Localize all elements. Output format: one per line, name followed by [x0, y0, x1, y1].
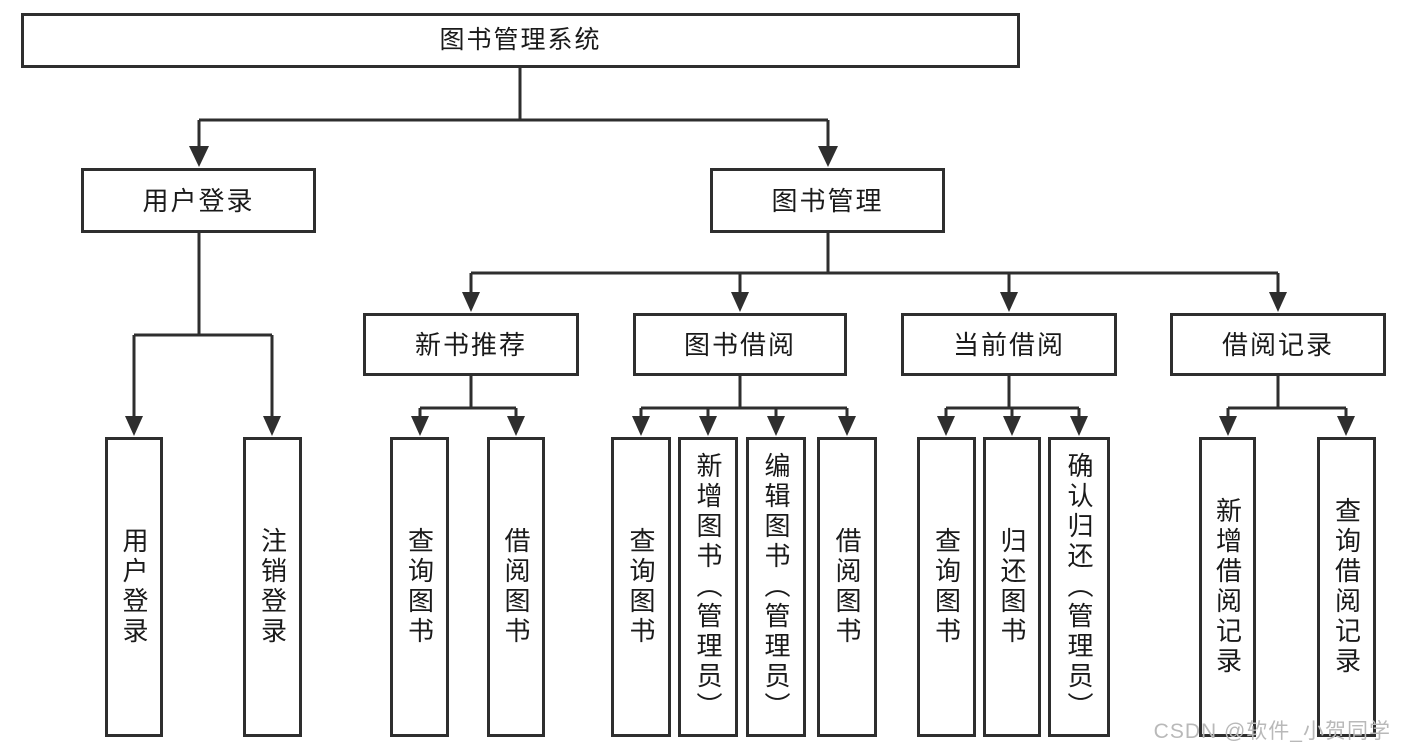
arrow-down-icon — [1070, 416, 1088, 436]
node-user-login: 用户登录 — [81, 168, 316, 233]
leaf-borrow-books-2: 借阅图书 — [817, 437, 877, 737]
node-new-book-recommend: 新书推荐 — [363, 313, 579, 376]
arrow-down-icon — [731, 292, 749, 312]
arrow-down-icon — [632, 416, 650, 436]
arrow-down-icon — [818, 146, 838, 167]
arrow-down-icon — [507, 416, 525, 436]
arrow-down-icon — [462, 292, 480, 312]
leaf-confirm-return-admin: 确认归还（管理员） — [1048, 437, 1110, 737]
leaf-edit-book-admin: 编辑图书（管理员） — [746, 437, 806, 737]
arrow-down-icon — [125, 416, 143, 436]
watermark: CSDN @软件_小贺同学 — [1153, 720, 1391, 743]
arrow-heads — [125, 146, 1355, 436]
connector-path — [132, 68, 1348, 420]
arrow-down-icon — [1219, 416, 1237, 436]
leaf-query-borrow-record: 查询借阅记录 — [1317, 437, 1376, 737]
leaf-query-books-1: 查询图书 — [390, 437, 449, 737]
arrow-down-icon — [767, 416, 785, 436]
arrow-down-icon — [937, 416, 955, 436]
node-current-borrowing: 当前借阅 — [901, 313, 1117, 376]
leaf-query-books-3: 查询图书 — [917, 437, 976, 737]
leaf-query-books-2: 查询图书 — [611, 437, 671, 737]
node-book-borrowing: 图书借阅 — [633, 313, 847, 376]
arrow-down-icon — [1337, 416, 1355, 436]
node-borrowing-records: 借阅记录 — [1170, 313, 1386, 376]
arrow-down-icon — [411, 416, 429, 436]
leaf-borrow-books-1: 借阅图书 — [487, 437, 545, 737]
arrow-down-icon — [699, 416, 717, 436]
arrow-down-icon — [1003, 416, 1021, 436]
leaf-user-login: 用户登录 — [105, 437, 163, 737]
node-root: 图书管理系统 — [21, 13, 1020, 68]
arrow-down-icon — [1000, 292, 1018, 312]
leaf-return-books: 归还图书 — [983, 437, 1041, 737]
arrow-down-icon — [838, 416, 856, 436]
leaf-logout-login: 注销登录 — [243, 437, 302, 737]
arrow-down-icon — [189, 146, 209, 167]
leaf-add-book-admin: 新增图书（管理员） — [678, 437, 738, 737]
leaf-add-borrow-record: 新增借阅记录 — [1199, 437, 1256, 737]
arrow-down-icon — [263, 416, 281, 436]
node-book-management: 图书管理 — [710, 168, 945, 233]
arrow-down-icon — [1269, 292, 1287, 312]
